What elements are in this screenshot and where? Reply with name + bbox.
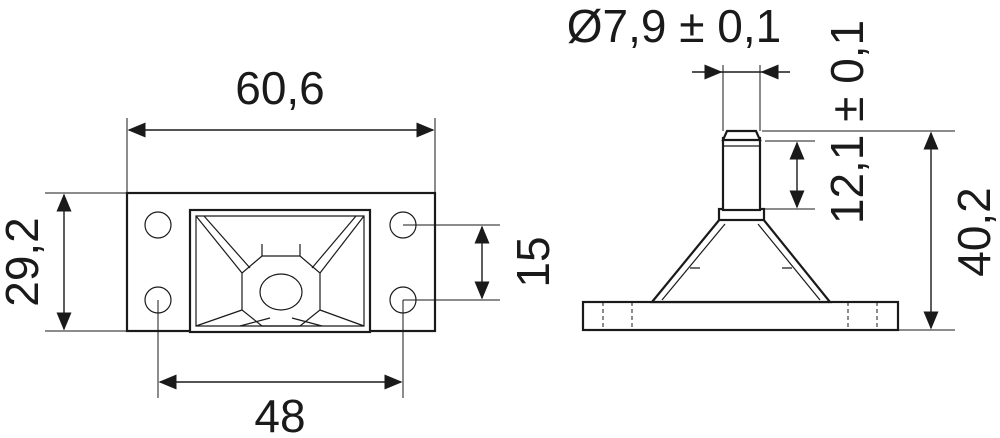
label-hole-spacing-vertical: 15 [507,236,559,287]
top-view: 60,6 29,2 48 15 [0,62,559,438]
side-view: Ø7,9 ± 0,1 12,1 ± 0,1 40,2 [567,0,1000,332]
label-overall-height: 29,2 [0,217,48,307]
mounting-hole-top-left [144,211,172,239]
label-hole-spacing-horizontal: 48 [254,390,305,438]
pin-circle [259,273,303,311]
label-overall-width: 60,6 [235,62,325,114]
label-total-height: 40,2 [948,187,1000,277]
boss-top-view [188,208,372,334]
side-frustum [649,217,833,304]
label-pin-length: 12,1 ± 0,1 [821,20,873,224]
side-pin-tip [721,129,762,142]
side-pin-shaft [721,136,762,212]
boss-octagon [241,255,321,327]
side-base-plate [581,300,900,332]
label-pin-diameter: Ø7,9 ± 0,1 [567,0,781,52]
